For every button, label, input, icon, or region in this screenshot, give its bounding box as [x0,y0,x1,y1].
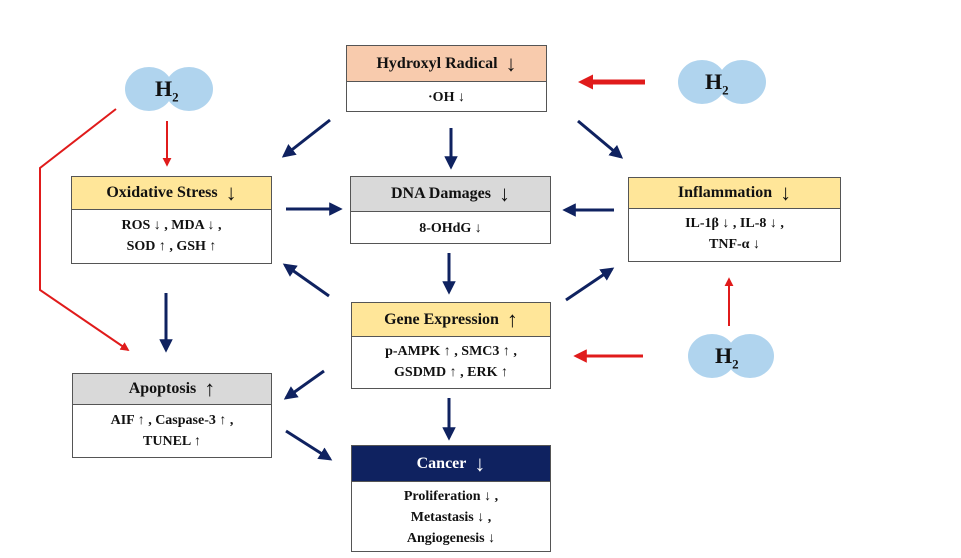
marker-line: TNF-α ↓ [709,237,760,252]
h2-molecule-bottom-right: H2 [688,334,778,380]
marker-line: 8-OHdG ↓ [419,221,482,236]
marker-line: GSDMD ↑ , ERK ↑ [394,365,508,380]
gene-expression-body: p-AMPK ↑ , SMC3 ↑ , GSDMD ↑ , ERK ↑ [352,337,550,383]
gene-expression-symbol: ↑ [506,306,518,332]
h2-label: H2 [715,343,739,372]
oxidative-stress-body: ROS ↓ , MDA ↓ , SOD ↑ , GSH ↑ [72,210,271,257]
arrow-hydroxyl-to-inflammation [577,119,624,159]
inflammation-header: Inflammation ↓ [629,178,840,209]
arrow-h2-to-apoptosis [39,108,130,352]
gene-expression-box: Gene Expression ↑ p-AMPK ↑ , SMC3 ↑ , GS… [351,302,551,389]
apoptosis-body: AIF ↑ , Caspase-3 ↑ , TUNEL ↑ [73,405,271,452]
h2-molecule-top-left: H2 [125,67,215,113]
inflammation-box: Inflammation ↓ IL-1β ↓ , IL-8 ↓ , TNF-α … [628,177,841,262]
cancer-title: Cancer [416,454,467,472]
hydroxyl-radical-symbol: ↓ [505,50,517,76]
marker-line: IL-1β ↓ , IL-8 ↓ , [685,216,784,231]
hydroxyl-radical-title: Hydroxyl Radical [376,54,498,72]
h2-label: H2 [155,76,179,105]
inflammation-title: Inflammation [677,184,773,201]
marker-line: AIF ↑ , Caspase-3 ↑ , [110,413,234,428]
oxidative-stress-header: Oxidative Stress ↓ [72,177,271,210]
apoptosis-symbol: ↑ [204,376,216,401]
dna-damages-symbol: ↓ [499,181,510,206]
h2-atom-right [726,334,774,378]
dna-damages-title: DNA Damages [391,185,491,202]
dna-damages-header: DNA Damages ↓ [351,177,550,212]
cancer-header: Cancer ↓ [352,446,550,482]
apoptosis-title: Apoptosis [128,380,197,397]
h2-atom-right [165,67,213,111]
dna-damages-body: 8-OHdG ↓ [351,212,550,239]
dna-damages-box: DNA Damages ↓ 8-OHdG ↓ [350,176,551,244]
h2-molecule-top-right: H2 [678,60,768,106]
oxidative-stress-box: Oxidative Stress ↓ ROS ↓ , MDA ↓ , SOD ↑… [71,176,272,264]
marker-line: Metastasis ↓ , [410,510,492,525]
hydroxyl-radical-box: Hydroxyl Radical ↓ ·OH ↓ [346,45,547,112]
cancer-box: Cancer ↓ Proliferation ↓ , Metastasis ↓ … [351,445,551,552]
hydroxyl-radical-body: ·OH ↓ [347,82,546,108]
marker-line: Angiogenesis ↓ [406,531,496,546]
inflammation-symbol: ↓ [780,180,792,205]
hydroxyl-radical-header: Hydroxyl Radical ↓ [347,46,546,82]
marker-line: SOD ↑ , GSH ↑ [126,239,217,254]
apoptosis-header: Apoptosis ↑ [73,374,271,405]
arrow-gene-to-inflammation [565,267,615,302]
marker-line: ·OH ↓ [428,90,465,105]
cancer-symbol: ↓ [474,450,486,476]
h2-label: H2 [705,69,729,98]
arrow-gene-to-apoptosis [283,369,325,400]
marker-line: ROS ↓ , MDA ↓ , [121,218,222,233]
oxidative-stress-symbol: ↓ [225,180,237,205]
marker-line: p-AMPK ↑ , SMC3 ↑ , [385,344,517,359]
marker-line: TUNEL ↑ [143,434,201,449]
inflammation-body: IL-1β ↓ , IL-8 ↓ , TNF-α ↓ [629,209,840,255]
h2-atom-right [718,60,766,104]
apoptosis-box: Apoptosis ↑ AIF ↑ , Caspase-3 ↑ , TUNEL … [72,373,272,458]
oxidative-stress-title: Oxidative Stress [106,184,218,201]
cancer-body: Proliferation ↓ , Metastasis ↓ , Angioge… [352,482,550,549]
marker-line: Proliferation ↓ , [403,489,499,504]
gene-expression-header: Gene Expression ↑ [352,303,550,337]
arrow-apoptosis-to-cancer [285,429,333,461]
arrow-hydroxyl-to-oxidative [281,118,331,158]
arrow-gene-to-oxidative [282,263,330,298]
gene-expression-title: Gene Expression [384,310,499,328]
